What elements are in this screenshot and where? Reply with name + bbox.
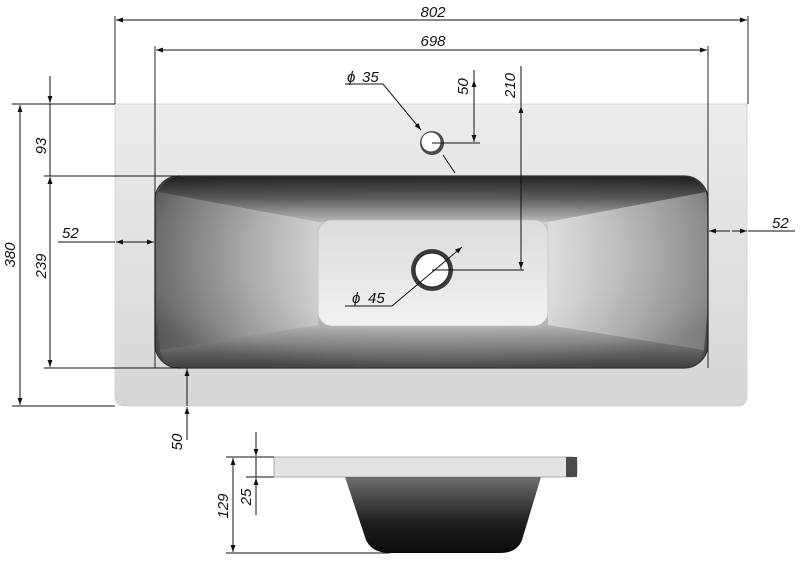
top-view: [114, 103, 748, 407]
extension-lines: [12, 16, 749, 554]
dim-total-height: 129: [215, 493, 232, 519]
dim-overall-width: 802: [420, 4, 446, 21]
dim-front-ledge: 50: [169, 433, 186, 450]
dim-drain-diameter: 45: [368, 290, 385, 307]
tap-hole-diameter-symbol: ϕ: [347, 69, 355, 86]
side-view: [273, 456, 578, 553]
drain-diameter-symbol: ϕ: [352, 290, 360, 307]
leader-drain: [345, 246, 463, 307]
dim-tap-hole-diameter: 35: [362, 69, 379, 86]
dim-back-ledge: 93: [33, 137, 50, 154]
dim-top-thickness: 25: [238, 488, 255, 506]
dim-bowl-depth: 239: [33, 253, 50, 280]
leader-tap-hole: [345, 83, 422, 131]
dim-tap-hole-offset: 50: [455, 78, 472, 95]
dimensions: 802 698 ϕ 35 50 210 380 93 239: [2, 4, 795, 552]
side-bowl: [345, 477, 541, 553]
dim-drain-offset: 210: [502, 72, 519, 99]
side-slab: [273, 456, 578, 478]
dim-right-margin: 52: [772, 215, 789, 232]
dim-left-margin: 52: [62, 225, 79, 242]
dim-bowl-width: 698: [420, 33, 446, 50]
dim-overall-depth: 380: [2, 242, 19, 268]
